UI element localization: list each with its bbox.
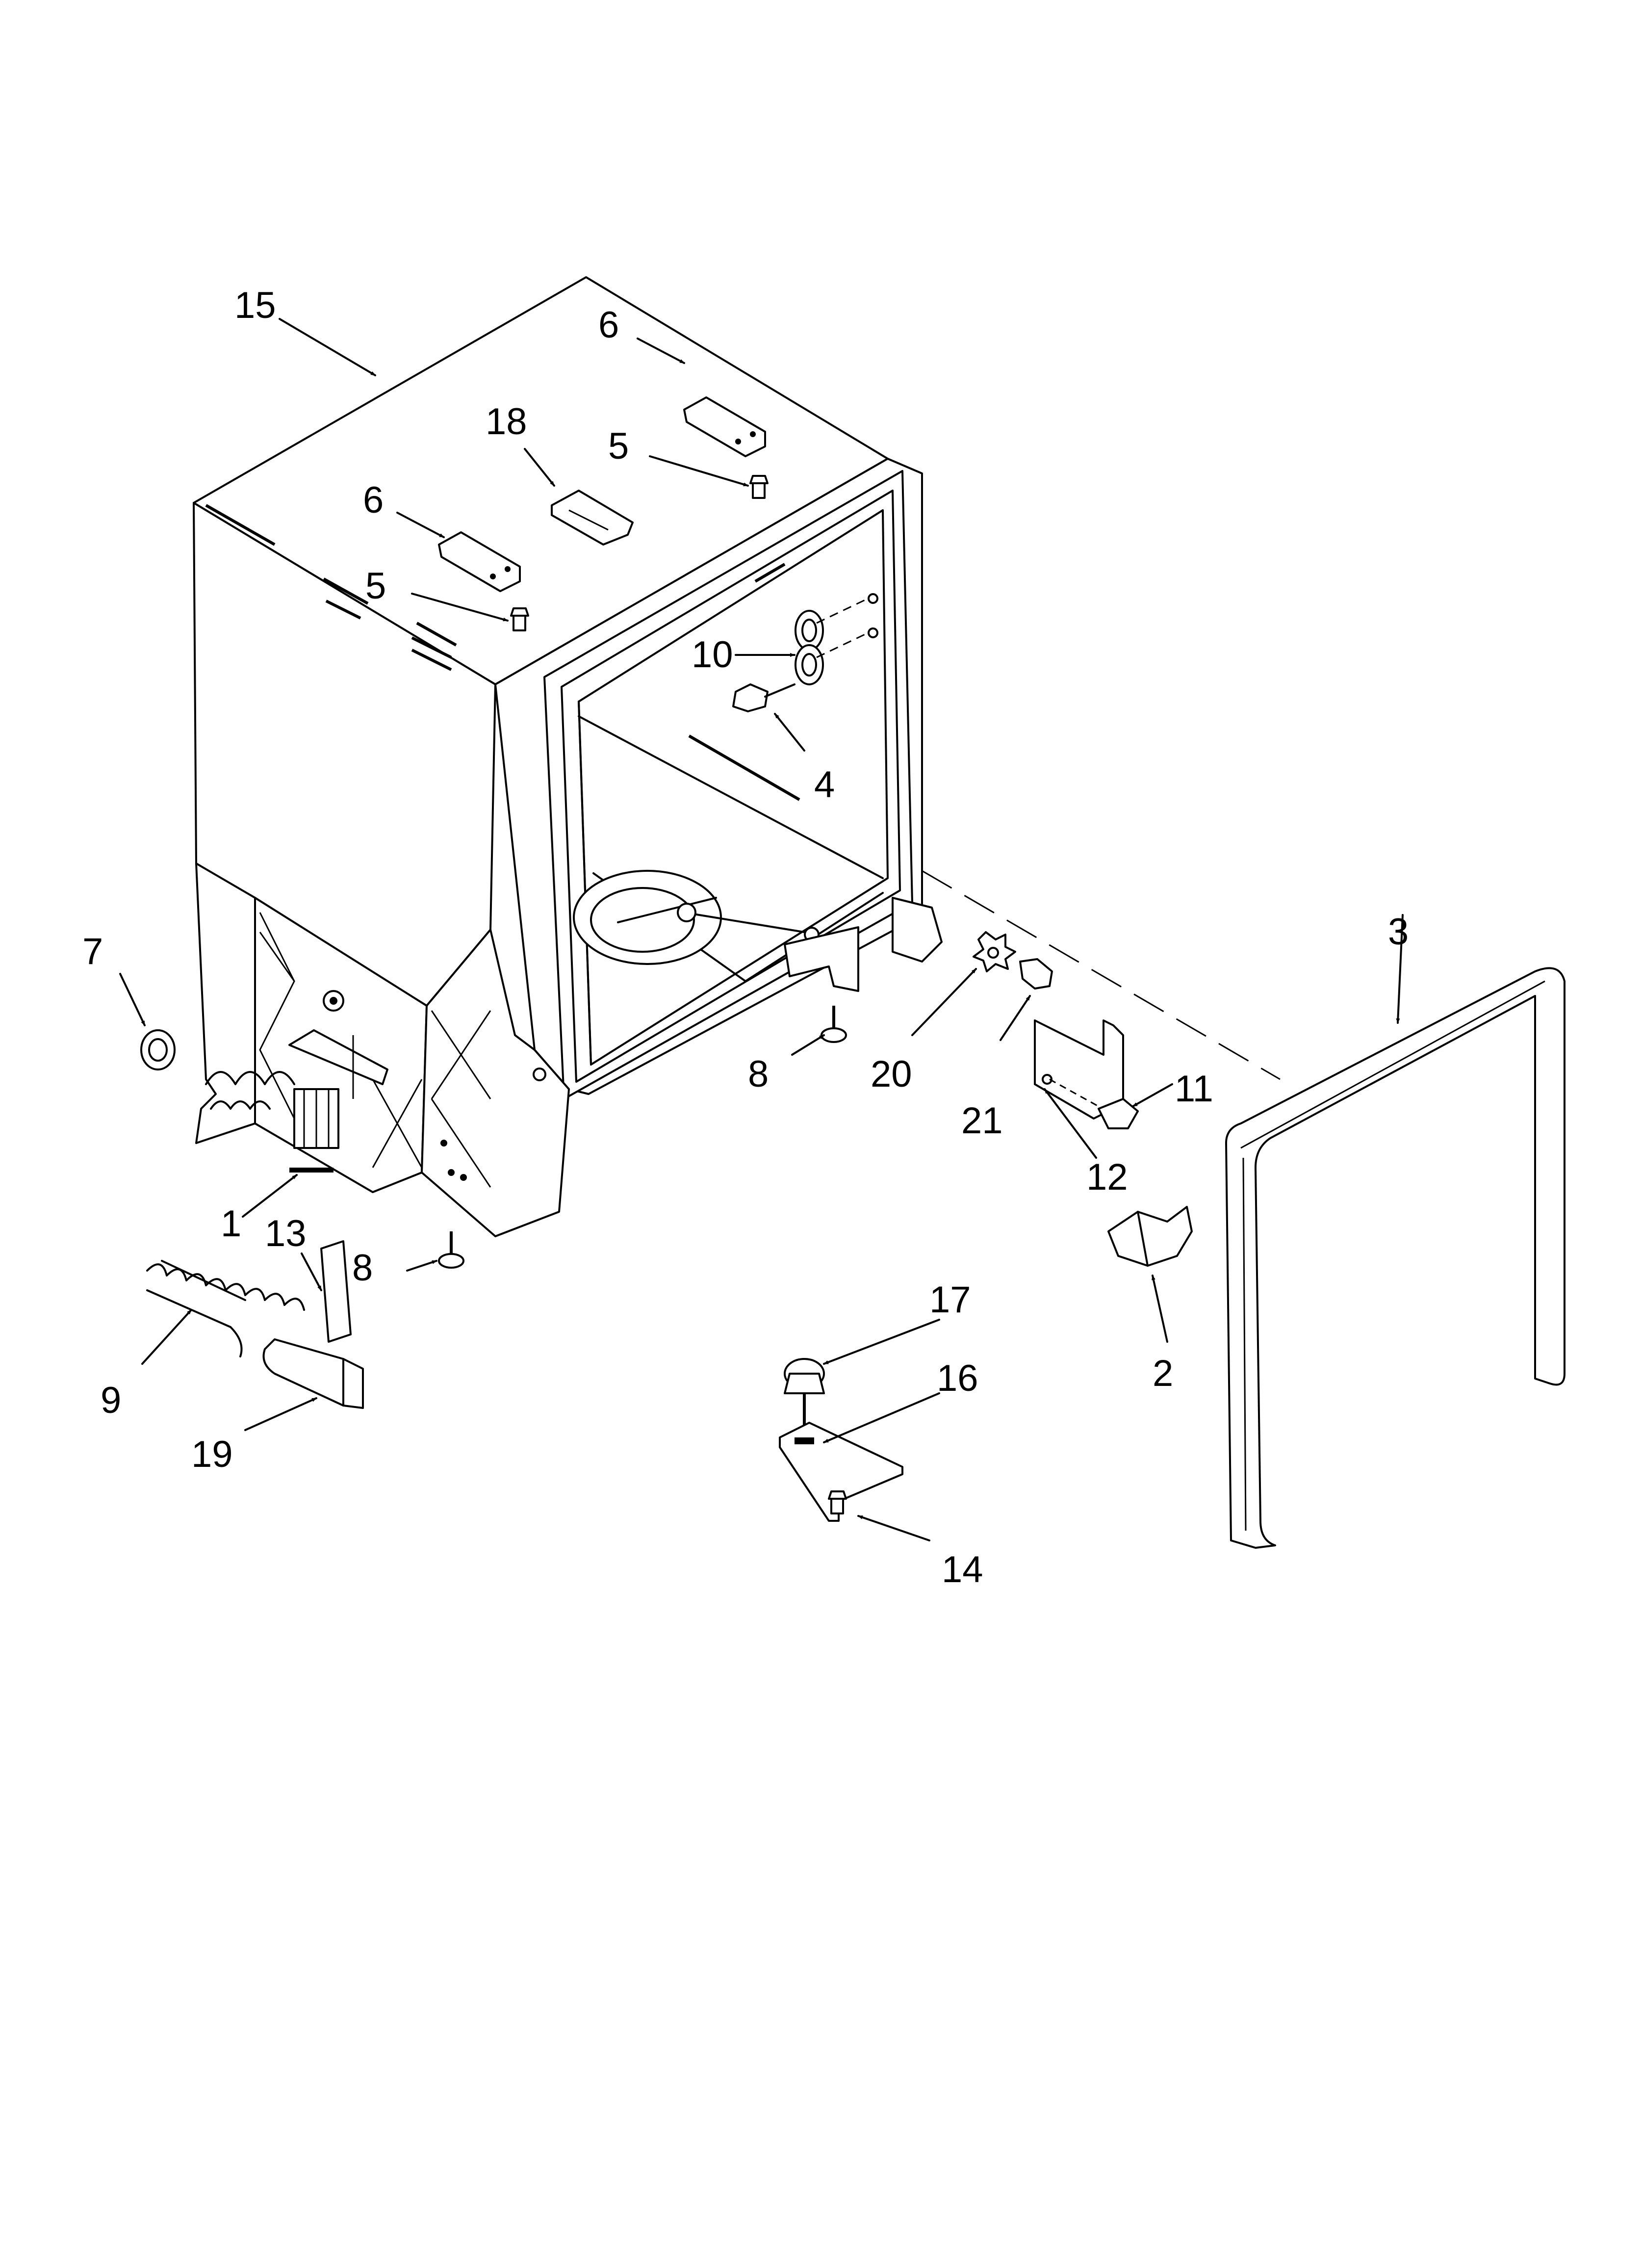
leveling-leg-lower: [438, 1231, 464, 1269]
callout-2: 2: [1153, 1353, 1173, 1394]
callout-14: 14: [942, 1549, 983, 1590]
callout-7: 7: [82, 931, 103, 972]
callout-10: 10: [692, 634, 733, 676]
screw-part-21: [1019, 958, 1053, 990]
screw-upper: [749, 475, 769, 499]
callout-16: 16: [937, 1357, 978, 1399]
callout-5-lower: 5: [365, 565, 386, 607]
pad-part-19: [262, 1338, 364, 1409]
mounting-bracket-upper: [683, 396, 766, 457]
tub-assembly: [193, 276, 943, 1237]
callout-15: 15: [234, 285, 276, 326]
mounting-bracket-lower: [438, 531, 521, 592]
spring-part-9: [146, 1260, 305, 1357]
star-nut: [973, 931, 1016, 972]
plug-part-7: [140, 1029, 176, 1070]
strip-part-13: [320, 1240, 352, 1343]
callout-6-upper: 6: [598, 304, 619, 346]
screw-lower: [510, 607, 529, 631]
callout-21: 21: [961, 1100, 1003, 1142]
callout-9: 9: [101, 1380, 121, 1421]
leveling-leg-upper: [821, 1006, 847, 1043]
screw-part-11: [1098, 1098, 1139, 1129]
callout-labels: 15 6 18 5 6 5 10 4 3 7 8 20 21 11 12 1 1…: [82, 285, 1409, 1590]
switch-part-17: [784, 1358, 825, 1433]
callout-8-upper: 8: [748, 1053, 769, 1095]
leader-lines: [119, 318, 1404, 1541]
callout-11: 11: [1175, 1068, 1213, 1110]
door-gasket: [1225, 967, 1565, 1549]
callout-20: 20: [871, 1053, 912, 1095]
callout-5-upper: 5: [608, 425, 629, 467]
alignment-line: [922, 870, 1281, 1080]
callout-19: 19: [191, 1434, 233, 1475]
callout-18: 18: [486, 401, 527, 443]
screw-part-14: [828, 1490, 847, 1514]
callout-12: 12: [1086, 1156, 1128, 1198]
bracket-part-12: [1034, 1019, 1124, 1120]
callout-3: 3: [1388, 911, 1409, 953]
latch-part-2: [1107, 1206, 1193, 1267]
clip-part-18: [551, 490, 634, 546]
callout-1: 1: [221, 1203, 241, 1245]
callout-13: 13: [265, 1213, 307, 1254]
roller-assembly: [795, 593, 878, 685]
callout-6-lower: 6: [363, 479, 384, 521]
callout-8-lower: 8: [352, 1247, 373, 1289]
callout-4: 4: [814, 764, 835, 806]
screw-part-4: [732, 683, 795, 712]
callout-17: 17: [929, 1279, 971, 1321]
